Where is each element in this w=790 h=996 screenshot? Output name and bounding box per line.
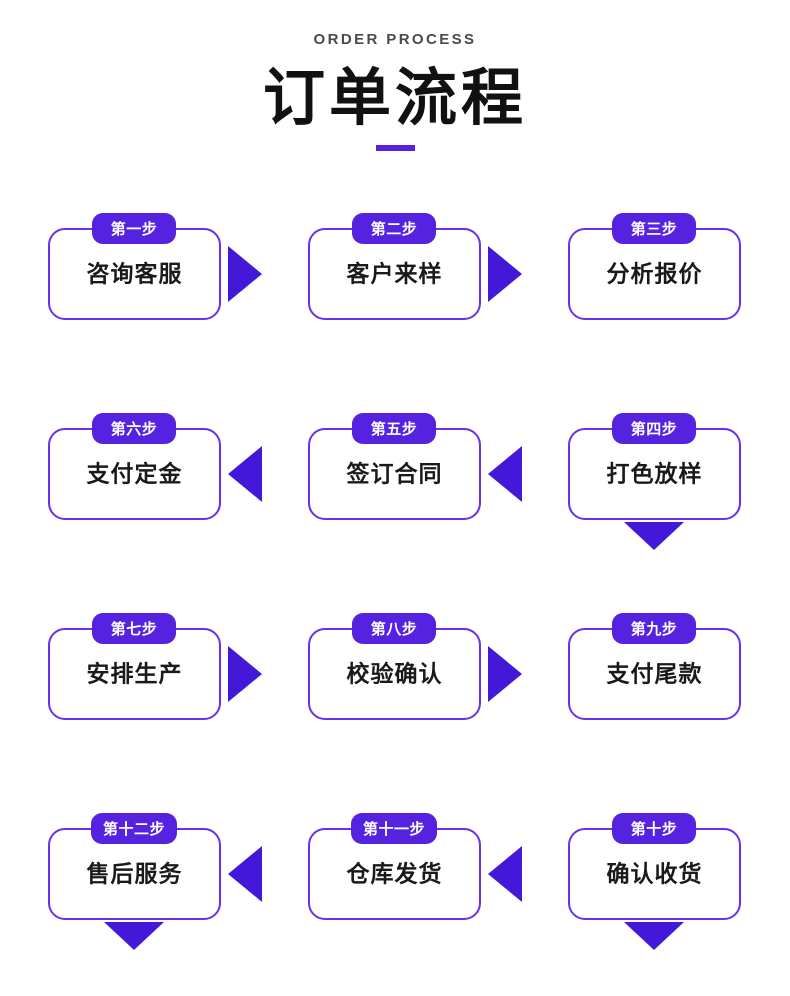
step-badge: 第十步 [612,813,696,844]
step-badge: 第五步 [352,413,436,444]
step-label: 签订合同 [346,460,443,487]
flow-cell[interactable]: 确认收货 第十步 [528,786,788,920]
flow-cell[interactable]: 分析报价 第三步 [528,186,788,320]
step-label: 售后服务 [86,860,183,887]
flow-row-4: 售后服务 第十二步 仓库发货 第十一步 确认收货 第十步 [0,786,790,986]
arrow-left-icon [488,446,522,502]
step-label: 支付定金 [86,460,183,487]
flow-cell[interactable]: 售后服务 第十二步 [8,786,268,920]
step-label: 分析报价 [606,260,703,287]
flow-cell[interactable]: 咨询客服 第一步 [8,186,268,320]
flow-row-3: 安排生产 第七步 校验确认 第八步 支付尾款 第九步 [0,586,790,786]
flow-cell[interactable]: 校验确认 第八步 [268,586,528,720]
arrow-left-icon [228,446,262,502]
step-badge: 第六步 [92,413,176,444]
flow-row-1: 咨询客服 第一步 客户来样 第二步 分析报价 第三步 [0,186,790,386]
arrow-right-icon [228,246,262,302]
step-card[interactable]: 仓库发货 [308,828,481,920]
eyebrow-text: ORDER PROCESS [313,31,477,48]
step-badge: 第十二步 [90,813,178,844]
flow-cell[interactable]: 打色放样 第四步 [528,386,788,520]
step-label: 打色放样 [606,460,703,487]
step-badge: 第三步 [612,213,696,244]
page-title: 订单流程 [262,64,527,133]
flow-cell[interactable]: 签订合同 第五步 [268,386,528,520]
arrow-right-icon [228,646,262,702]
arrow-left-icon [228,846,262,902]
arrow-down-icon [624,522,684,550]
step-badge: 第四步 [612,413,696,444]
title-underline [375,145,415,152]
step-label: 支付尾款 [606,660,703,687]
step-card[interactable]: 安排生产 [48,628,221,720]
header: ORDER PROCESS 订单流程 [0,0,790,152]
arrow-left-icon [488,846,522,902]
arrow-right-icon [488,246,522,302]
flow-cell[interactable]: 支付尾款 第九步 [528,586,788,720]
step-label: 校验确认 [346,660,443,687]
step-label: 安排生产 [86,660,183,687]
flow-diagram: 咨询客服 第一步 客户来样 第二步 分析报价 第三步 [0,186,790,986]
arrow-down-icon [624,922,684,950]
flow-cell[interactable]: 安排生产 第七步 [8,586,268,720]
arrow-down-icon [104,922,164,950]
step-badge: 第一步 [92,213,176,244]
step-label: 仓库发货 [346,860,443,887]
step-badge: 第十一步 [350,813,438,844]
flow-cell[interactable]: 支付定金 第六步 [8,386,268,520]
step-label: 确认收货 [606,860,703,887]
step-badge: 第八步 [352,613,436,644]
step-label: 客户来样 [346,260,443,287]
arrow-right-icon [488,646,522,702]
step-badge: 第七步 [92,613,176,644]
step-badge: 第二步 [352,213,436,244]
step-label: 咨询客服 [86,260,183,287]
step-badge: 第九步 [612,613,696,644]
flow-cell[interactable]: 仓库发货 第十一步 [268,786,528,920]
flow-row-2: 支付定金 第六步 签订合同 第五步 打色放样 第四步 [0,386,790,586]
flow-cell[interactable]: 客户来样 第二步 [268,186,528,320]
